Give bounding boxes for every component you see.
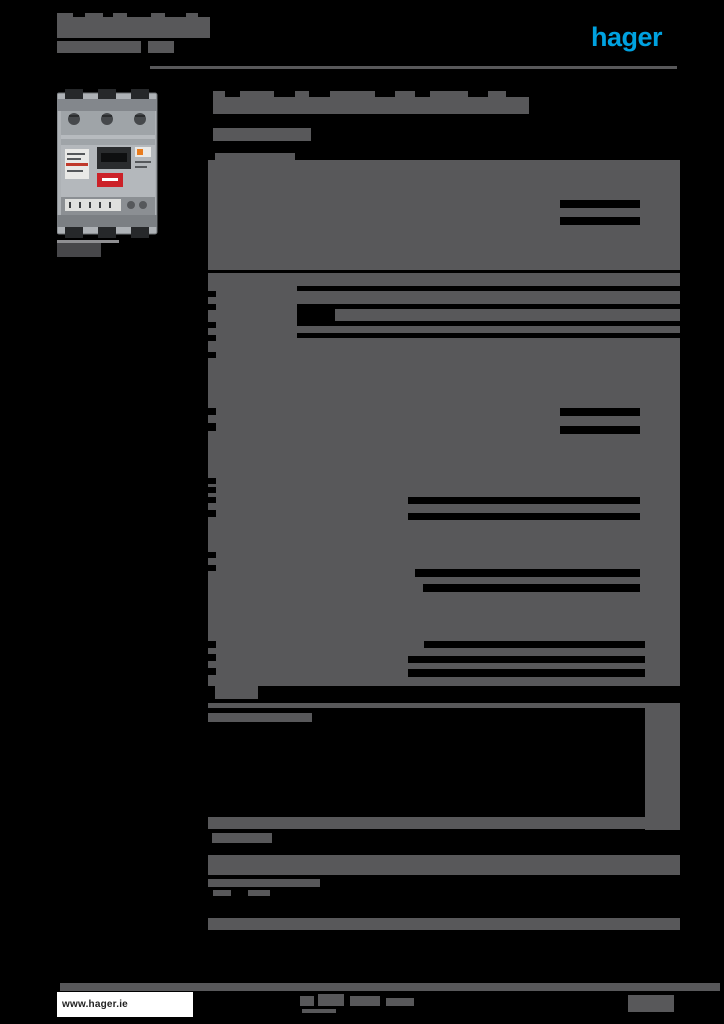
table-row (297, 273, 680, 286)
terminal-top (98, 89, 116, 101)
website-box: www.hager.ie (57, 992, 193, 1017)
table-gap (560, 426, 640, 434)
title-bump (213, 91, 225, 98)
table-gap (408, 497, 640, 504)
table-left-cell (208, 713, 312, 722)
breaker-toggle (101, 153, 127, 162)
table-gap (408, 513, 640, 520)
title-bump (240, 91, 274, 98)
photo-caption (57, 243, 101, 257)
title-bump (430, 91, 468, 98)
header-line-2b (148, 41, 174, 53)
header-line-1 (57, 17, 210, 38)
footer-page-block (628, 995, 674, 1012)
table-gap (560, 217, 640, 225)
title-subline (213, 128, 311, 141)
terminal-top (65, 89, 83, 101)
table-gap (408, 669, 645, 677)
title-bump (295, 91, 309, 98)
header-line-1-bump (57, 13, 73, 19)
table-gap (415, 569, 640, 577)
table-notch (208, 641, 216, 648)
hager-logo: hager (591, 22, 663, 52)
table-separator (208, 270, 680, 273)
section-label (215, 153, 295, 161)
title-bump (488, 91, 506, 98)
table-slab-a (208, 160, 680, 270)
terminal-bottom (98, 227, 116, 238)
terminal-top (131, 89, 149, 101)
table-notch (208, 565, 216, 571)
footer-scribble (386, 998, 414, 1006)
website-link[interactable]: www.hager.ie (62, 999, 128, 1010)
page-title (213, 97, 529, 114)
table-notch (208, 497, 216, 503)
table-divider (208, 703, 648, 708)
table-gap (424, 641, 645, 648)
table-notch (208, 352, 216, 358)
lower-bit (213, 890, 231, 896)
header-line-1-bump (113, 13, 127, 19)
table-gap (560, 408, 640, 416)
footer-bar (60, 983, 720, 991)
footer-scribble (300, 996, 314, 1006)
table-notch (208, 408, 216, 415)
terminal-bottom (131, 227, 149, 238)
caption-line (57, 240, 119, 243)
screw-icon (68, 113, 80, 125)
table-notch (208, 322, 216, 328)
footer-scribble (302, 1009, 336, 1013)
table-notch (208, 335, 216, 341)
table-notch (208, 487, 216, 493)
lower-row (208, 879, 320, 887)
table-row (297, 291, 680, 304)
header-line-2 (57, 41, 141, 53)
product-photo (56, 89, 159, 238)
footer-scribble (350, 996, 380, 1006)
terminal-bottom (65, 227, 83, 238)
table-row (297, 326, 680, 333)
footer-scribble (318, 994, 344, 1006)
table-notch (208, 654, 216, 661)
table-row (297, 338, 680, 370)
adjustment-dials (65, 199, 121, 211)
table-notch (208, 668, 216, 675)
breaker-illustration (56, 89, 158, 238)
title-bump (395, 91, 415, 98)
table-notch (208, 510, 216, 517)
header-line-1-bump (186, 13, 198, 19)
table-notch (208, 552, 216, 558)
table-notch (208, 291, 216, 297)
title-bump (330, 91, 375, 98)
table-gap (423, 584, 640, 592)
table-notch (208, 423, 216, 431)
screw-icon (134, 113, 146, 125)
table-gap (408, 656, 645, 663)
lower-bit (248, 890, 270, 896)
header-rule (150, 66, 677, 69)
table-notch (208, 304, 216, 310)
table-foot-block (215, 686, 258, 699)
table-left-col (208, 273, 297, 370)
lower-row (212, 833, 272, 843)
screw-icon (101, 113, 113, 125)
lower-bar (208, 855, 680, 875)
header-line-1-bump (151, 13, 165, 19)
table-gap (560, 200, 640, 208)
header-line-1-bump (85, 13, 103, 19)
lower-final-bar (208, 918, 680, 930)
table-notch (208, 478, 216, 484)
table-bottom-bar (208, 817, 680, 829)
table-right-strip (645, 703, 680, 830)
table-row (335, 309, 680, 321)
